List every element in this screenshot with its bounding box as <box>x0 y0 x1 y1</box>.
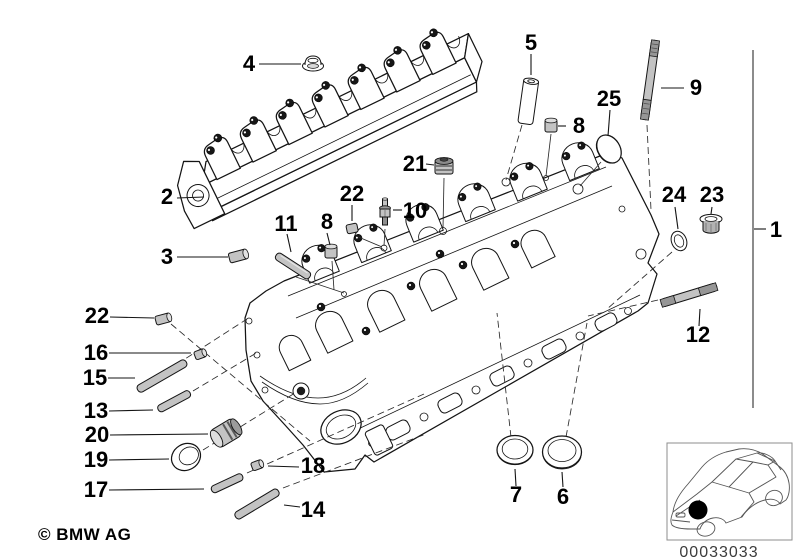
head-front-windows <box>278 229 556 372</box>
stud-part-17 <box>210 473 244 494</box>
stud-part-12 <box>659 282 719 308</box>
stud-part-13 <box>157 390 192 413</box>
callout-24[interactable]: 24 <box>662 182 687 207</box>
head-cam-towers <box>301 141 600 284</box>
callout-13[interactable]: 13 <box>84 398 108 423</box>
projection-lines <box>139 124 673 489</box>
callout-15[interactable]: 15 <box>83 365 107 390</box>
stud-part-9 <box>640 39 660 121</box>
dowel-part-8-top <box>544 117 558 133</box>
callout-18[interactable]: 18 <box>301 453 325 478</box>
pin-part-11 <box>274 252 312 280</box>
dowel-part-22-top <box>345 222 359 235</box>
callout-1[interactable]: 1 <box>770 217 782 242</box>
leader-lines <box>108 54 713 508</box>
valve-guide-part-5 <box>517 77 540 125</box>
callout-12[interactable]: 12 <box>686 322 710 347</box>
sealing-cap-part-19 <box>170 442 202 472</box>
thumbnail-frame <box>666 442 793 541</box>
cap-nut-part-4 <box>302 55 324 72</box>
callout-5[interactable]: 5 <box>525 30 537 55</box>
dowel-part-8-left <box>324 243 338 259</box>
cam-bearing-towers <box>203 28 461 181</box>
cylinder-head-drawing <box>244 141 660 473</box>
copyright-text: © BMW AG <box>38 525 131 544</box>
bolt-part-10 <box>379 197 391 226</box>
core-plug-part-20 <box>209 418 243 448</box>
callout-16[interactable]: 16 <box>84 340 108 365</box>
callout-25[interactable]: 25 <box>597 86 621 111</box>
part-1-bracket <box>752 50 766 408</box>
valve-stem-seal-part-21 <box>434 157 454 175</box>
screw-plug-part-23 <box>699 213 723 234</box>
seal-ring-part-24 <box>670 230 688 252</box>
ring-part-6 <box>541 435 583 470</box>
stud-part-14 <box>234 488 280 520</box>
callout-2[interactable]: 2 <box>161 184 173 209</box>
ring-part-7 <box>496 434 534 466</box>
callout-23[interactable]: 23 <box>700 182 724 207</box>
callout-3[interactable]: 3 <box>161 244 173 269</box>
dowel-part-18 <box>250 459 265 472</box>
dowel-part-16 <box>193 348 208 361</box>
callout-14[interactable]: 14 <box>301 497 326 522</box>
callout-8-left[interactable]: 8 <box>321 209 333 234</box>
callout-6[interactable]: 6 <box>557 484 569 509</box>
callout-17[interactable]: 17 <box>84 477 108 502</box>
dowel-part-3 <box>227 248 249 264</box>
section-indicator-dot <box>688 500 708 520</box>
callout-22-left[interactable]: 22 <box>85 303 109 328</box>
diagram-number: 00033033 <box>679 544 758 559</box>
callout-19[interactable]: 19 <box>84 447 108 472</box>
callout-21[interactable]: 21 <box>403 151 427 176</box>
callout-11[interactable]: 11 <box>274 211 297 236</box>
callout-22-top[interactable]: 22 <box>340 181 364 206</box>
callout-8-top[interactable]: 8 <box>573 113 585 138</box>
callout-20[interactable]: 20 <box>85 422 109 447</box>
car-icon <box>670 448 790 537</box>
head-left-end <box>245 317 394 456</box>
stud-part-15 <box>136 359 188 393</box>
cup-plug-part-25 <box>595 134 622 164</box>
callout-4[interactable]: 4 <box>243 51 256 76</box>
callout-labels: 1 2 3 4 5 6 7 8 8 9 10 11 12 13 14 15 16… <box>83 30 782 522</box>
callout-7[interactable]: 7 <box>510 482 522 507</box>
vehicle-thumbnail <box>666 442 793 541</box>
dowel-part-22-left <box>154 312 173 326</box>
callout-10[interactable]: 10 <box>403 198 427 223</box>
callout-9[interactable]: 9 <box>690 75 702 100</box>
rocker-shaft-assembly-drawing <box>176 28 483 230</box>
